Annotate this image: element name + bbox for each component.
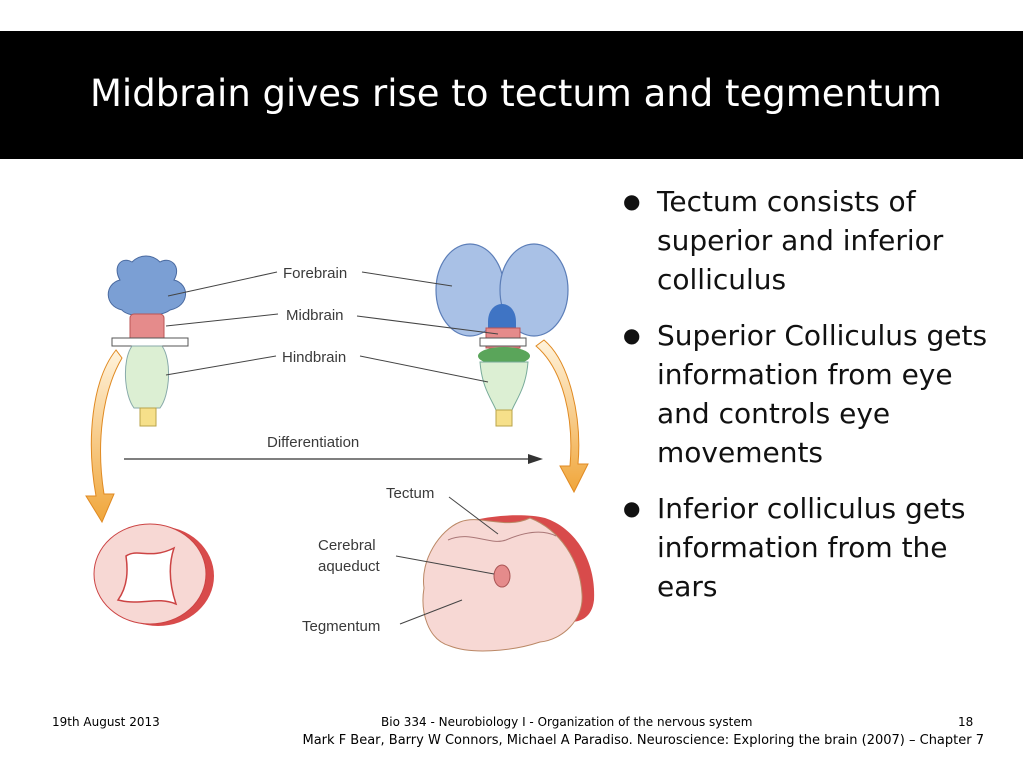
embryo-lumen: [116, 546, 178, 606]
title-bar: [0, 31, 1023, 159]
midbrain-diagram: Forebrain Midbrain Hindbrain Differentia…: [85, 243, 595, 652]
embryo-midbrain-section: [93, 523, 214, 626]
embryonic-neural-tube: [107, 255, 189, 427]
label-differentiation: Differentiation: [267, 434, 359, 451]
bullet-dot-icon: ●: [623, 496, 641, 520]
label-tegmentum: Tegmentum: [302, 618, 380, 635]
embryo-spinal-cord: [139, 407, 157, 427]
cerebral-aqueduct-hole: [493, 564, 511, 588]
bullet-text: Inferior colliculus gets information fro…: [657, 492, 966, 603]
label-hindbrain: Hindbrain: [282, 349, 346, 366]
developed-brain: [435, 243, 569, 427]
developed-spinal-cord: [495, 409, 513, 427]
differentiation-arrowhead: [528, 454, 543, 464]
embryo-forebrain: [107, 255, 186, 317]
label-aqueduct: aqueduct: [318, 558, 381, 575]
embryo-hindbrain: [124, 345, 170, 409]
footer-page-number: 18: [958, 715, 974, 729]
footer-citation: Mark F Bear, Barry W Connors, Michael A …: [302, 733, 985, 748]
right-hemisphere: [499, 243, 569, 337]
embryo-section-plane: [111, 337, 189, 347]
bullet-item: ● Inferior colliculus gets information fr…: [623, 489, 1013, 606]
label-midbrain: Midbrain: [286, 307, 344, 324]
tectum-boundary: [447, 531, 557, 542]
bullet-dot-icon: ●: [623, 323, 641, 347]
right-curved-arrow: [535, 339, 589, 494]
label-forebrain: Forebrain: [283, 265, 347, 282]
footer-course: Bio 334 - Neurobiology I - Organization …: [381, 715, 753, 729]
bullet-dot-icon: ●: [623, 189, 641, 213]
bullet-text: Superior Colliculus gets information fro…: [657, 319, 988, 469]
bullet-list: ● Tectum consists of superior and inferio…: [623, 182, 1013, 623]
slide-title: Midbrain gives rise to tectum and tegmen…: [90, 72, 942, 115]
bullet-item: ● Tectum consists of superior and inferio…: [623, 182, 1013, 299]
label-cerebral: Cerebral: [318, 537, 376, 554]
bullet-item: ● Superior Colliculus gets information fr…: [623, 316, 1013, 472]
left-curved-arrow: [85, 349, 123, 524]
bullet-text: Tectum consists of superior and inferior…: [657, 185, 944, 296]
leader-lines: [165, 271, 499, 625]
label-tectum: Tectum: [386, 485, 434, 502]
developed-pons: [478, 347, 530, 365]
developed-diencephalon: [488, 304, 516, 332]
developed-medulla: [479, 361, 529, 411]
developed-section-plane: [479, 337, 527, 347]
footer-date: 19th August 2013: [52, 715, 160, 729]
developed-midbrain-section: [422, 515, 595, 652]
